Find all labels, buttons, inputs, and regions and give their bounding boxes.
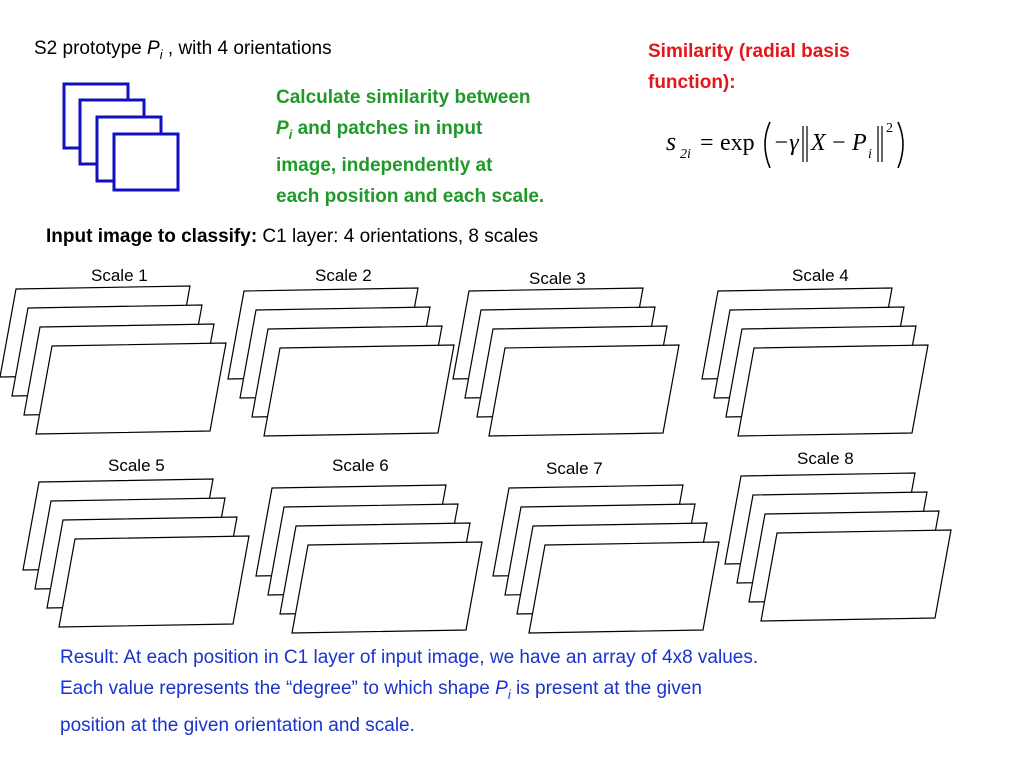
scale-5-sheet-4 [58,535,250,628]
scale-7-sheet-4 [528,541,720,634]
scale-3-sheet-4 [488,344,680,437]
formula-power: 2 [886,121,893,136]
formula-s: s [666,127,676,156]
formula-eq: = [700,130,714,156]
result-text: Result: At each position in C1 layer of … [60,647,759,736]
formula-p-sub: i [868,147,872,162]
scale-label-5: Scale 5 [108,456,165,475]
rbf-formula: s 2i = exp −γ X − P i 2 [666,121,904,169]
formula-minus: − [832,130,846,156]
input-heading: Input image to classify: C1 layer: 4 ori… [46,226,539,247]
scale-4-sheet-4 [737,344,929,437]
scale-1-sheet-4 [35,342,227,435]
formula-paren-right [897,121,904,169]
formula-x: X [810,130,827,156]
similarity-explanation: Calculate similarity between Pi and patc… [276,87,545,207]
scale-6-sheet-4 [291,541,483,634]
formula-paren-left [764,121,771,169]
scale-label-8: Scale 8 [797,449,854,468]
prototype-square-4 [112,132,180,192]
scale-label-6: Scale 6 [332,456,389,475]
similarity-heading: Similarity (radial basis function): [648,41,850,93]
formula-exp: exp [720,130,755,156]
scale-label-1: Scale 1 [91,266,148,285]
prototype-title: S2 prototype Pi , with 4 orientations [34,38,332,62]
scale-label-7: Scale 7 [546,459,603,478]
formula-gamma: −γ [773,130,799,156]
scale-label-3: Scale 3 [529,269,586,288]
formula-p: P [851,130,867,156]
scale-8-sheet-4 [760,529,952,622]
scale-2-sheet-4 [263,344,455,437]
formula-s-sub: 2i [680,147,691,162]
scale-label-2: Scale 2 [315,266,372,285]
scale-label-4: Scale 4 [792,266,849,285]
